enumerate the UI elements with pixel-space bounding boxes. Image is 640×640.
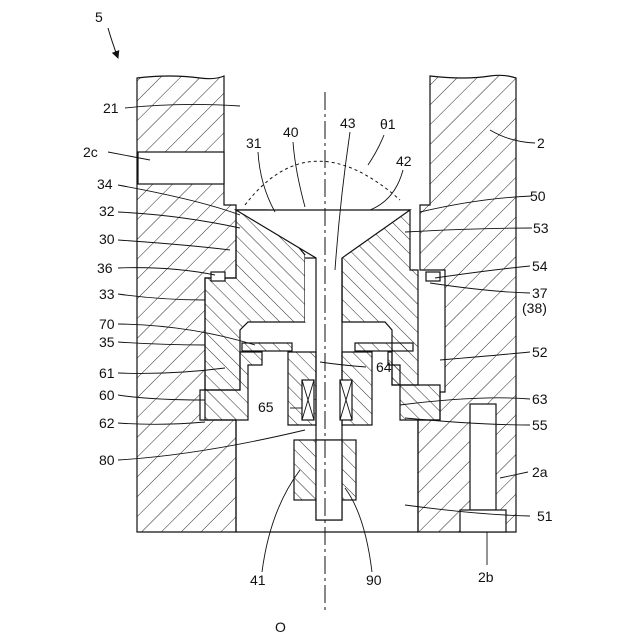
plate-70b (355, 343, 413, 351)
label-50: 50 (530, 188, 546, 204)
o-ring-36 (211, 272, 225, 281)
label-62: 62 (99, 415, 115, 431)
label-2b: 2b (478, 569, 494, 585)
label-53: 53 (533, 220, 549, 236)
label-70: 70 (99, 316, 115, 332)
stem-41 (316, 440, 342, 520)
label-31: 31 (246, 135, 262, 151)
label-42: 42 (396, 153, 412, 169)
label-40: 40 (283, 124, 299, 140)
label-theta1: θ1 (380, 116, 396, 132)
label-90: 90 (366, 572, 382, 588)
label-30: 30 (99, 231, 115, 247)
label-43: 43 (340, 115, 356, 131)
label-80: 80 (99, 452, 115, 468)
coil-left (302, 380, 314, 420)
housing-right-upper (418, 75, 516, 532)
label-36: 36 (97, 260, 113, 276)
label-54: 54 (532, 258, 548, 274)
label-51: 51 (537, 508, 553, 524)
coil-right (340, 380, 352, 420)
arrow-5 (108, 28, 118, 58)
label-63: 63 (532, 391, 548, 407)
plate-70 (242, 343, 292, 351)
label-65: 65 (258, 399, 274, 415)
hole-2c (138, 152, 224, 184)
label-52: 52 (532, 344, 548, 360)
label-21: 21 (103, 100, 119, 116)
label-60: 60 (99, 387, 115, 403)
label-33: 33 (99, 286, 115, 302)
label-2: 2 (537, 135, 545, 151)
o-ring-54 (426, 272, 440, 281)
label-38: (38) (522, 300, 547, 316)
label-41: 41 (250, 572, 266, 588)
label-55: 55 (532, 417, 548, 433)
label-32: 32 (99, 203, 115, 219)
label-35: 35 (99, 334, 115, 350)
label-O: O (275, 619, 286, 635)
bolt-shaft (470, 404, 496, 510)
label-2a: 2a (532, 464, 548, 480)
label-5: 5 (95, 9, 103, 25)
label-37: 37 (532, 285, 548, 301)
label-64: 64 (376, 359, 392, 375)
label-2c: 2c (83, 144, 98, 160)
label-61: 61 (99, 365, 115, 381)
label-34: 34 (97, 176, 113, 192)
